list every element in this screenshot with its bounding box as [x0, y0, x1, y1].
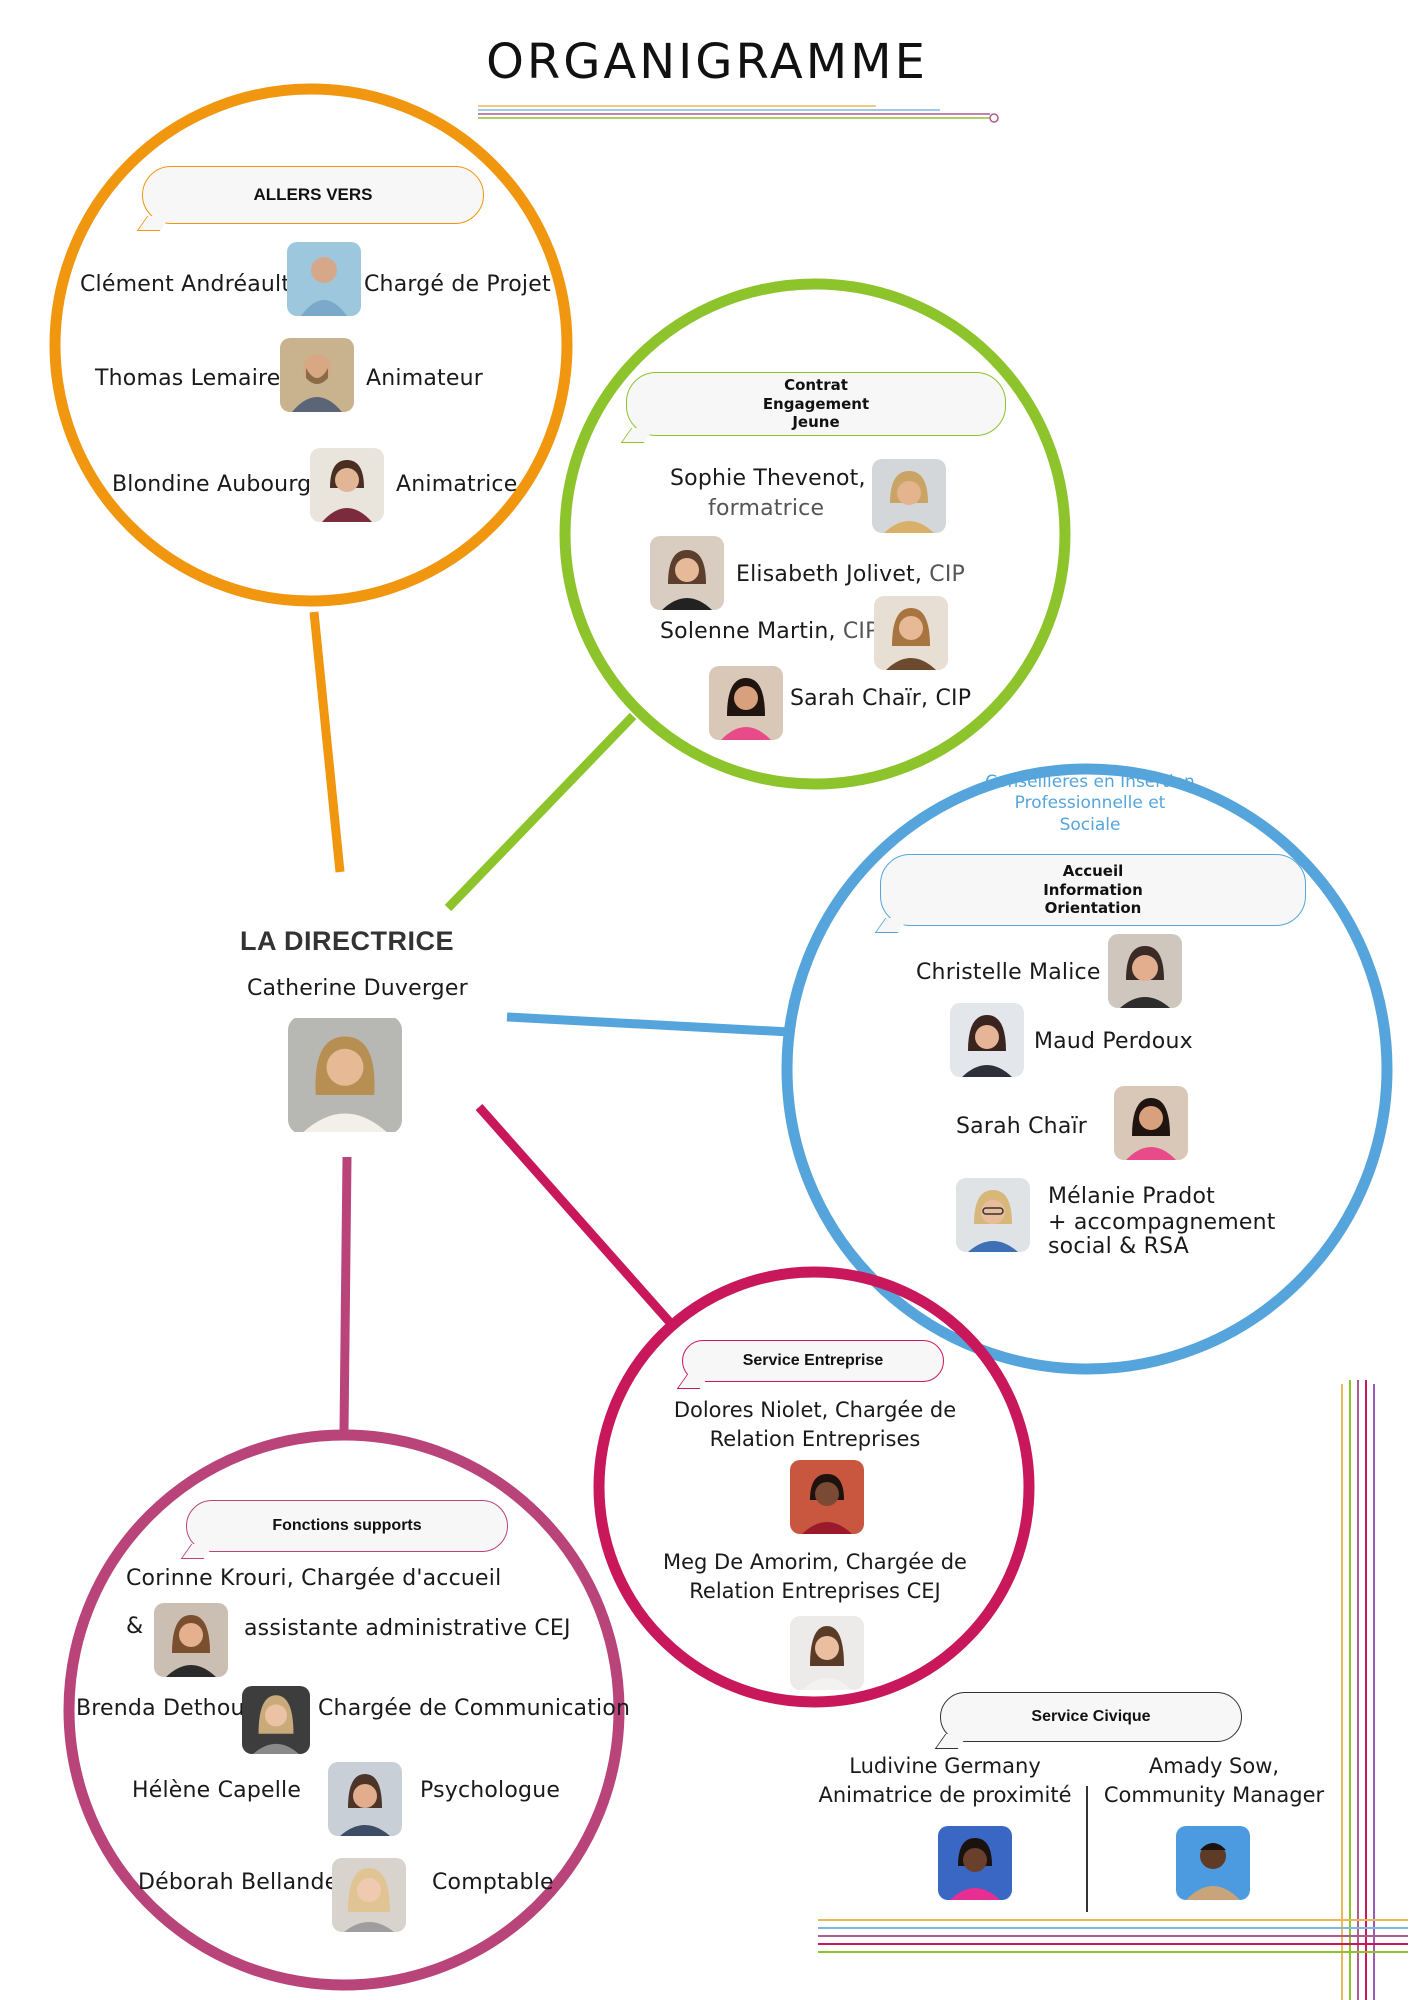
circle-service-entreprise: [593, 1266, 1035, 1708]
label-aio-line3: Orientation: [1044, 899, 1142, 918]
member-name: Déborah Bellande: [138, 1870, 339, 1895]
connector-cej: [444, 712, 637, 912]
member-name-line2: Animatrice de proximité: [818, 1783, 1072, 1808]
connector-allers-vers: [309, 611, 345, 873]
member-name-line2: Relation Entreprises: [709, 1427, 921, 1452]
label-fonctions-supports: Fonctions supports: [186, 1500, 508, 1552]
member-ampersand: &: [126, 1614, 144, 1639]
member-name: Dolores Niolet, Chargée de Relation Entr…: [660, 1396, 970, 1455]
label-service-civique-text: Service Civique: [1031, 1708, 1151, 1725]
member-role: Comptable: [432, 1870, 554, 1895]
directrice-heading: LA DIRECTRICE: [240, 926, 454, 956]
photo-ludivine-germany: [938, 1826, 1012, 1900]
label-service-entreprise: Service Entreprise: [682, 1340, 944, 1382]
photo-maud-perdoux: [950, 1003, 1024, 1077]
member-name: Thomas Lemaire: [95, 366, 281, 391]
title-underline: [478, 105, 999, 123]
photo-meg-de-amorim: [790, 1616, 864, 1690]
label-aio: Accueil Information Orientation: [880, 854, 1306, 926]
member-role: Psychologue: [420, 1778, 561, 1803]
label-cej-line3: Jeune: [792, 413, 840, 432]
member-name-line1: Dolores Niolet, Chargée de: [673, 1398, 957, 1422]
photo-melanie-pradot: [956, 1178, 1030, 1252]
photo-catherine-duverger: [288, 1016, 402, 1134]
member-name: Sophie Thevenot,: [670, 466, 866, 491]
member-name-line2: Community Manager: [1103, 1783, 1325, 1808]
photo-christelle-malice: [1108, 934, 1182, 1008]
member-name: Christelle Malice: [916, 960, 1101, 985]
photo-elisabeth-jolivet: [650, 536, 724, 610]
label-allers-vers-text: ALLERS VERS: [253, 185, 373, 205]
member-name-line2: Relation Entreprises CEJ: [689, 1579, 941, 1604]
circle-allers-vers: [49, 83, 573, 607]
label-cej-line1: Contrat: [784, 375, 848, 394]
circle-fonctions-supports: [63, 1429, 625, 1991]
photo-blondine-aubourg: [310, 448, 384, 522]
member-role: Chargée de Communication: [318, 1696, 631, 1721]
label-service-civique: Service Civique: [940, 1692, 1242, 1742]
photo-sarah-chair-aio: [1114, 1086, 1188, 1160]
label-allers-vers: ALLERS VERS: [142, 166, 484, 224]
member-name: Elisabeth Jolivet, CIP: [736, 562, 965, 587]
photo-corinne-krouri: [154, 1603, 228, 1677]
circle-cej: [559, 278, 1071, 790]
photo-brenda-dethou: [242, 1686, 310, 1754]
member-name: Clément Andréault: [80, 272, 291, 297]
member-role: formatrice: [708, 496, 825, 521]
label-service-entreprise-text: Service Entreprise: [742, 1352, 884, 1369]
connector-service-entreprise: [475, 1104, 678, 1330]
member-name: Maud Perdoux: [1034, 1029, 1193, 1054]
member-extra: + accompagnement: [1048, 1210, 1276, 1235]
member-role: CIP: [835, 619, 879, 644]
member-role: CIP: [922, 562, 965, 587]
member-name: Sarah Chaïr, CIP: [790, 686, 972, 711]
directrice-name: Catherine Duverger: [247, 976, 468, 1001]
member-name-line1: Ludivine Germany: [849, 1754, 1041, 1778]
photo-amady-sow: [1176, 1826, 1250, 1900]
label-fonctions-supports-text: Fonctions supports: [272, 1517, 422, 1534]
member-name: Solenne Martin, CIP: [660, 619, 879, 644]
member-name-text: Solenne Martin,: [660, 619, 836, 644]
member-name: Ludivine Germany Animatrice de proximité: [810, 1752, 1080, 1811]
photo-sophie-thevenot: [872, 459, 946, 533]
photo-clement-andreault: [287, 242, 361, 316]
aio-caption-line3: Sociale: [1059, 814, 1121, 835]
member-name: Blondine Aubourg: [112, 472, 312, 497]
member-name-line1: Amady Sow,: [1148, 1754, 1280, 1778]
photo-dolores-niolet: [790, 1460, 864, 1534]
photo-sarah-chair-cej: [709, 666, 783, 740]
photo-thomas-lemaire: [280, 338, 354, 412]
member-name: Amady Sow, Community Manager: [1094, 1752, 1334, 1811]
member-name: Corinne Krouri, Chargée d'accueil: [126, 1566, 502, 1591]
page-title: ORGANIGRAMME: [486, 34, 928, 90]
label-cej: Contrat Engagement Jeune: [626, 372, 1006, 436]
member-name: Brenda Dethou: [76, 1696, 245, 1721]
photo-helene-capelle: [328, 1762, 402, 1836]
aio-caption-line1: Conseillères en Insertion: [985, 772, 1195, 792]
member-role: Animateur: [366, 366, 483, 391]
label-cej-line2: Engagement: [762, 394, 870, 413]
member-role: Chargé de Projet: [364, 272, 551, 297]
member-name: Hélène Capelle: [132, 1778, 302, 1803]
decorative-corner-lines: [818, 1380, 1408, 2000]
label-aio-line1: Accueil: [1062, 861, 1124, 880]
member-name: Mélanie Pradot: [1048, 1184, 1215, 1209]
member-role: Animatrice: [396, 472, 518, 497]
member-name: Sarah Chaïr: [956, 1114, 1088, 1139]
aio-caption: Conseillères en Insertion Professionnell…: [940, 772, 1240, 836]
member-extra: social & RSA: [1048, 1234, 1189, 1259]
photo-deborah-bellande: [332, 1858, 406, 1932]
member-name-line1: Meg De Amorim, Chargée de: [663, 1550, 967, 1574]
connector-aio: [506, 1012, 791, 1037]
member-name: Meg De Amorim, Chargée de Relation Entre…: [650, 1548, 980, 1607]
aio-caption-line2: Professionnelle et: [1014, 793, 1166, 814]
label-aio-line2: Information: [1043, 880, 1143, 899]
photo-solenne-martin: [874, 596, 948, 670]
circle-aio: [781, 763, 1393, 1375]
member-name-text: Elisabeth Jolivet,: [736, 562, 923, 587]
member-role: assistante administrative CEJ: [244, 1616, 571, 1641]
connector-fonctions-supports: [339, 1156, 352, 1432]
